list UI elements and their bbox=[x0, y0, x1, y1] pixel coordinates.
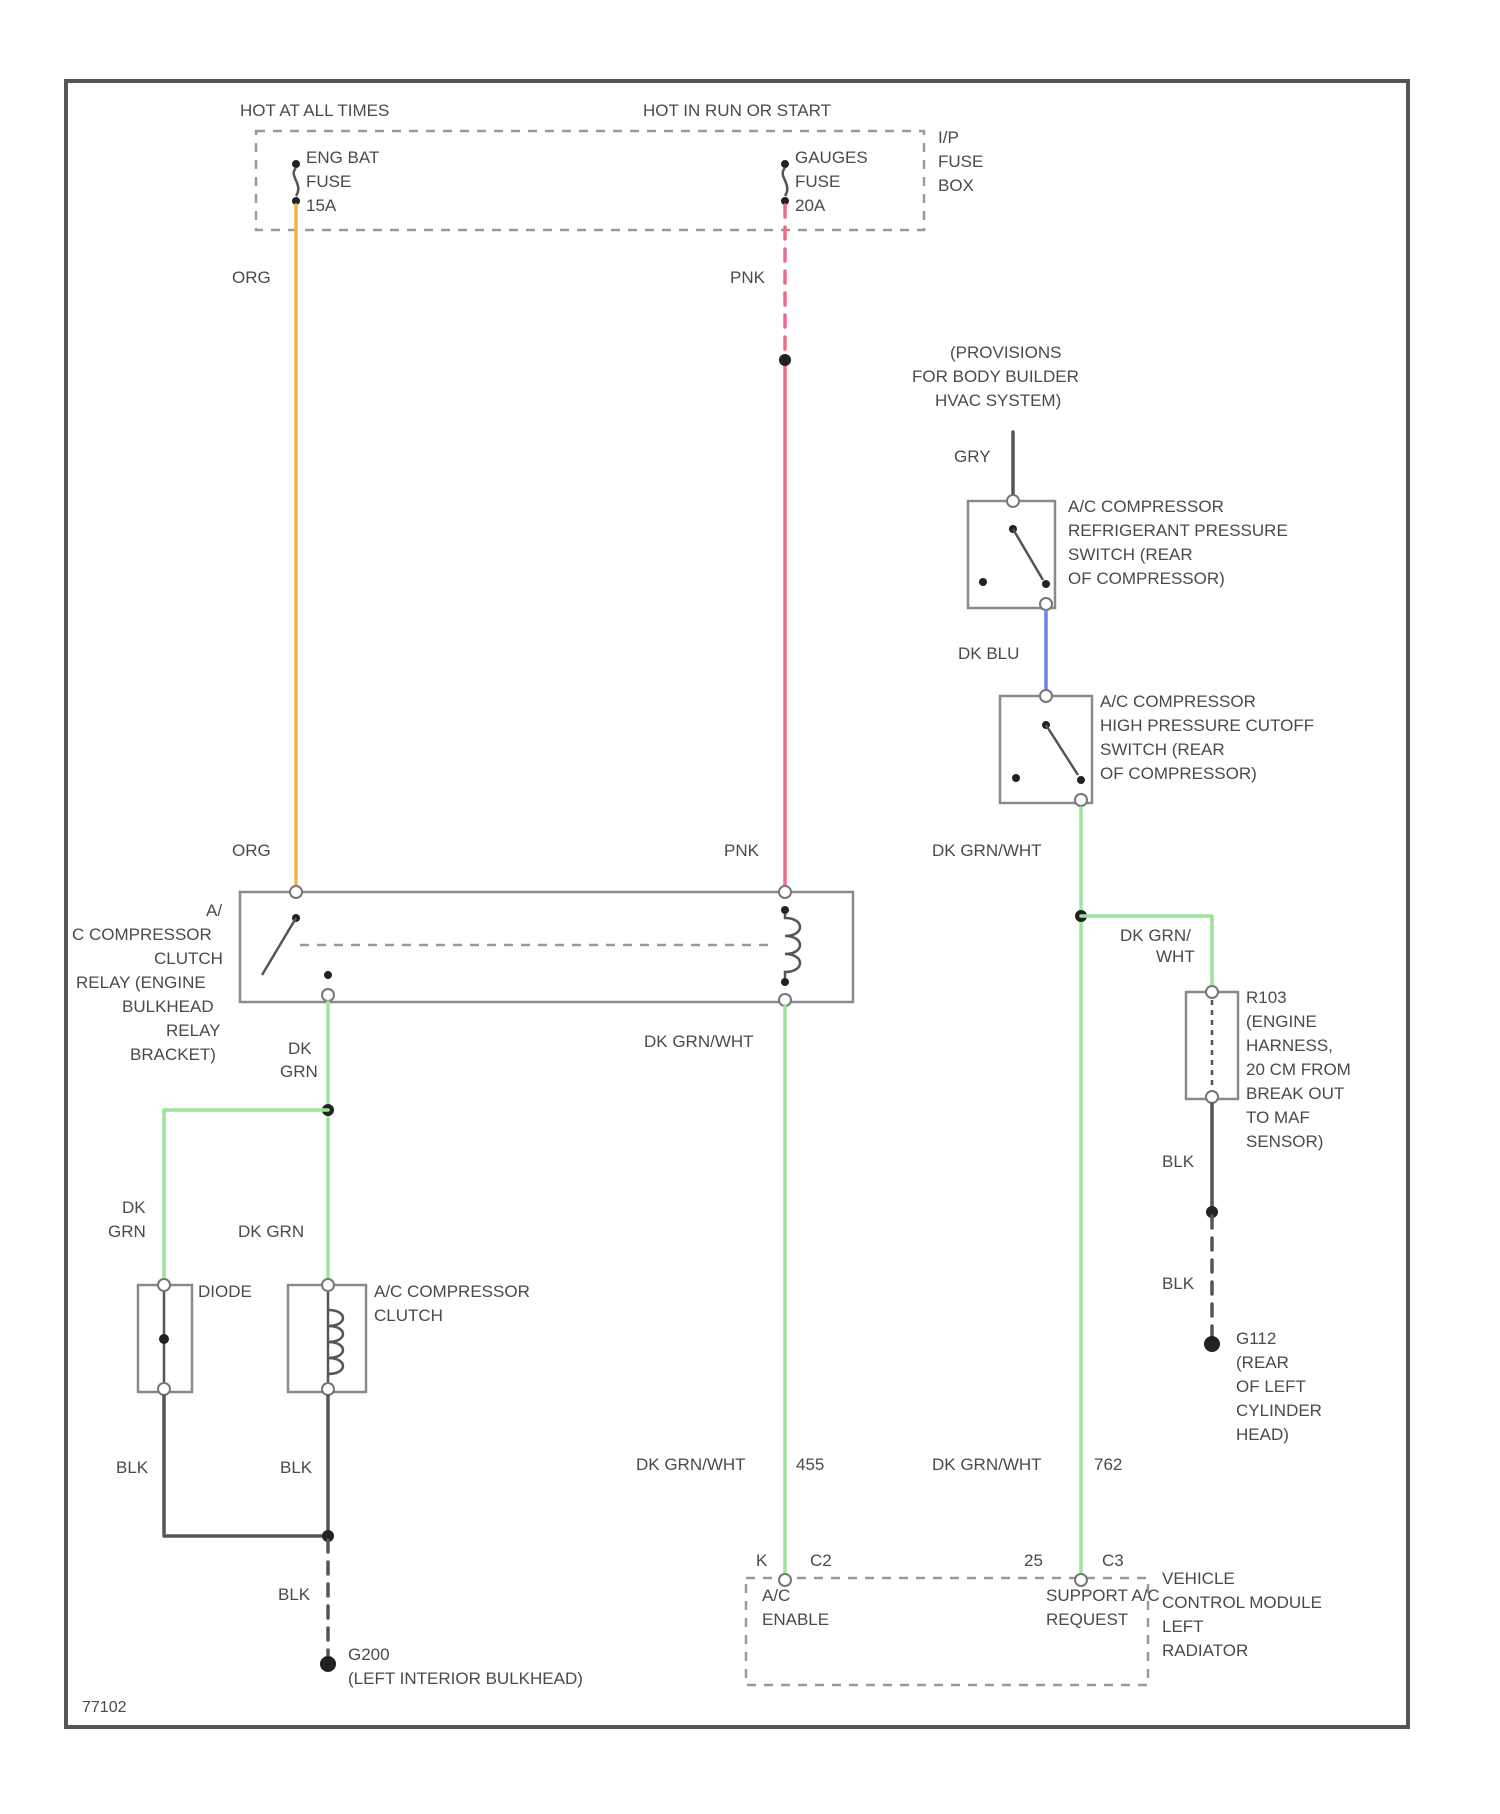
refrigerant-switch-label-4: OF COMPRESSOR) bbox=[1068, 569, 1225, 588]
eng-bat-fuse-label-1: ENG BAT bbox=[306, 148, 379, 167]
r103-label-1: R103 bbox=[1246, 988, 1287, 1007]
vcm-title-4: RADIATOR bbox=[1162, 1641, 1248, 1660]
hp-switch-label-4: OF COMPRESSOR) bbox=[1100, 764, 1257, 783]
dk-grn-wire-diode bbox=[164, 1110, 328, 1280]
dk-grn-mid-label: DK GRN bbox=[238, 1222, 304, 1241]
dk-grn-wht-relay-label: DK GRN/WHT bbox=[644, 1032, 754, 1051]
pnk-wire-label-bottom: PNK bbox=[724, 841, 760, 860]
r103-label-4: 20 CM FROM bbox=[1246, 1060, 1351, 1079]
vcm-pin-c2-label: C2 bbox=[810, 1551, 832, 1570]
org-wire-label-bottom: ORG bbox=[232, 841, 271, 860]
vcm-title-1: VEHICLE bbox=[1162, 1569, 1235, 1588]
vcm-pin-k bbox=[779, 1574, 791, 1586]
dk-grn-left-label-2: GRN bbox=[108, 1222, 146, 1241]
refrigerant-pressure-switch bbox=[968, 495, 1055, 610]
blk-label-5: BLK bbox=[1162, 1274, 1195, 1293]
hp-switch-label-3: SWITCH (REAR bbox=[1100, 740, 1225, 759]
pnk-splice bbox=[779, 354, 791, 366]
clutch-label-2: CLUTCH bbox=[374, 1306, 443, 1325]
g200-label-2: (LEFT INTERIOR BULKHEAD) bbox=[348, 1669, 583, 1688]
g200-ground bbox=[320, 1656, 336, 1672]
refrigerant-switch-label-2: REFRIGERANT PRESSURE bbox=[1068, 521, 1288, 540]
hp-switch-label-2: HIGH PRESSURE CUTOFF bbox=[1100, 716, 1314, 735]
dk-grn-label-1: DK bbox=[288, 1039, 312, 1058]
r103-label-6: TO MAF bbox=[1246, 1108, 1310, 1127]
circuit-762-label: 762 bbox=[1094, 1455, 1122, 1474]
pnk-wire-label-top: PNK bbox=[730, 268, 766, 287]
dk-blu-wire-label: DK BLU bbox=[958, 644, 1019, 663]
vcm-title-2: CONTROL MODULE bbox=[1162, 1593, 1322, 1612]
hp-switch-label-1: A/C COMPRESSOR bbox=[1100, 692, 1256, 711]
fuse-box-label-3: BOX bbox=[938, 176, 974, 195]
grn-wht-branch-label-a: DK GRN/ bbox=[1120, 926, 1191, 945]
ac-compressor-clutch-relay bbox=[240, 886, 853, 1006]
hot-in-run-or-start-label: HOT IN RUN OR START bbox=[643, 101, 831, 120]
refrigerant-switch-label-3: SWITCH (REAR bbox=[1068, 545, 1193, 564]
dk-grn-wht-label-1: DK GRN/WHT bbox=[932, 841, 1042, 860]
vcm-support-ac-2: REQUEST bbox=[1046, 1610, 1128, 1629]
fuse-box-label-2: FUSE bbox=[938, 152, 983, 171]
dk-grn-wht-label-3: DK GRN/WHT bbox=[932, 1455, 1042, 1474]
relay-label-6: RELAY bbox=[166, 1021, 221, 1040]
relay-label-4: RELAY (ENGINE bbox=[76, 973, 206, 992]
vcm-pin-25 bbox=[1075, 1574, 1087, 1586]
relay-label-1: A/ bbox=[206, 901, 222, 920]
g112-label-4: CYLINDER bbox=[1236, 1401, 1322, 1420]
circuit-455-label: 455 bbox=[796, 1455, 824, 1474]
eng-bat-fuse-label-2: FUSE bbox=[306, 172, 351, 191]
provisions-label-1: (PROVISIONS bbox=[950, 343, 1061, 362]
provisions-label-3: HVAC SYSTEM) bbox=[935, 391, 1061, 410]
gauges-fuse-label-3: 20A bbox=[795, 196, 826, 215]
vcm-pin-k-label: K bbox=[756, 1551, 768, 1570]
relay-label-7: BRACKET) bbox=[130, 1045, 216, 1064]
eng-bat-fuse-label-3: 15A bbox=[306, 196, 337, 215]
relay-label-3: CLUTCH bbox=[154, 949, 223, 968]
dk-grn-left-label-1: DK bbox=[122, 1198, 146, 1217]
g112-label-1: G112 bbox=[1236, 1329, 1276, 1348]
blk-label-4: BLK bbox=[1162, 1152, 1195, 1171]
relay-label-5: BULKHEAD bbox=[122, 997, 214, 1016]
r103-label-2: (ENGINE bbox=[1246, 1012, 1317, 1031]
g112-label-2: (REAR bbox=[1236, 1353, 1289, 1372]
provisions-label-2: FOR BODY BUILDER bbox=[912, 367, 1079, 386]
vcm-ac-enable-2: ENABLE bbox=[762, 1610, 829, 1629]
high-pressure-cutoff-switch bbox=[1000, 690, 1092, 806]
g112-label-3: OF LEFT bbox=[1236, 1377, 1306, 1396]
gauges-fuse-label-2: FUSE bbox=[795, 172, 840, 191]
vcm-title-3: LEFT bbox=[1162, 1617, 1204, 1636]
refrigerant-switch-label-1: A/C COMPRESSOR bbox=[1068, 497, 1224, 516]
diode bbox=[138, 1279, 192, 1395]
gry-wire-label: GRY bbox=[954, 447, 991, 466]
g112-ground bbox=[1204, 1336, 1220, 1352]
blk-label-1: BLK bbox=[116, 1458, 149, 1477]
vcm-pin-25-label: 25 bbox=[1024, 1551, 1043, 1570]
org-wire-label-top: ORG bbox=[232, 268, 271, 287]
gauges-fuse bbox=[781, 160, 789, 205]
r103-label-7: SENSOR) bbox=[1246, 1132, 1323, 1151]
dk-grn-label-2: GRN bbox=[280, 1062, 318, 1081]
eng-bat-fuse bbox=[292, 160, 300, 205]
hot-at-all-times-label: HOT AT ALL TIMES bbox=[240, 101, 389, 120]
vcm-support-ac-1: SUPPORT A/C bbox=[1046, 1586, 1160, 1605]
blk-label-3: BLK bbox=[278, 1585, 311, 1604]
relay-label-2: C COMPRESSOR bbox=[72, 925, 212, 944]
vcm-ac-enable-1: A/C bbox=[762, 1586, 790, 1605]
dk-grn-wht-label-2: DK GRN/WHT bbox=[636, 1455, 746, 1474]
clutch-label-1: A/C COMPRESSOR bbox=[374, 1282, 530, 1301]
r103-connector bbox=[1186, 986, 1238, 1103]
figure-id: 77102 bbox=[82, 1699, 127, 1716]
ac-compressor-clutch bbox=[288, 1279, 366, 1395]
diode-label: DIODE bbox=[198, 1282, 252, 1301]
g112-label-5: HEAD) bbox=[1236, 1425, 1289, 1444]
g200-label-1: G200 bbox=[348, 1645, 390, 1664]
grn-wht-branch-label-b: WHT bbox=[1156, 947, 1195, 966]
fuse-box-label-1: I/P bbox=[938, 128, 959, 147]
r103-label-3: HARNESS, bbox=[1246, 1036, 1333, 1055]
blk-label-2: BLK bbox=[280, 1458, 313, 1477]
vcm-pin-c3-label: C3 bbox=[1102, 1551, 1124, 1570]
gauges-fuse-label-1: GAUGES bbox=[795, 148, 868, 167]
r103-label-5: BREAK OUT bbox=[1246, 1084, 1344, 1103]
